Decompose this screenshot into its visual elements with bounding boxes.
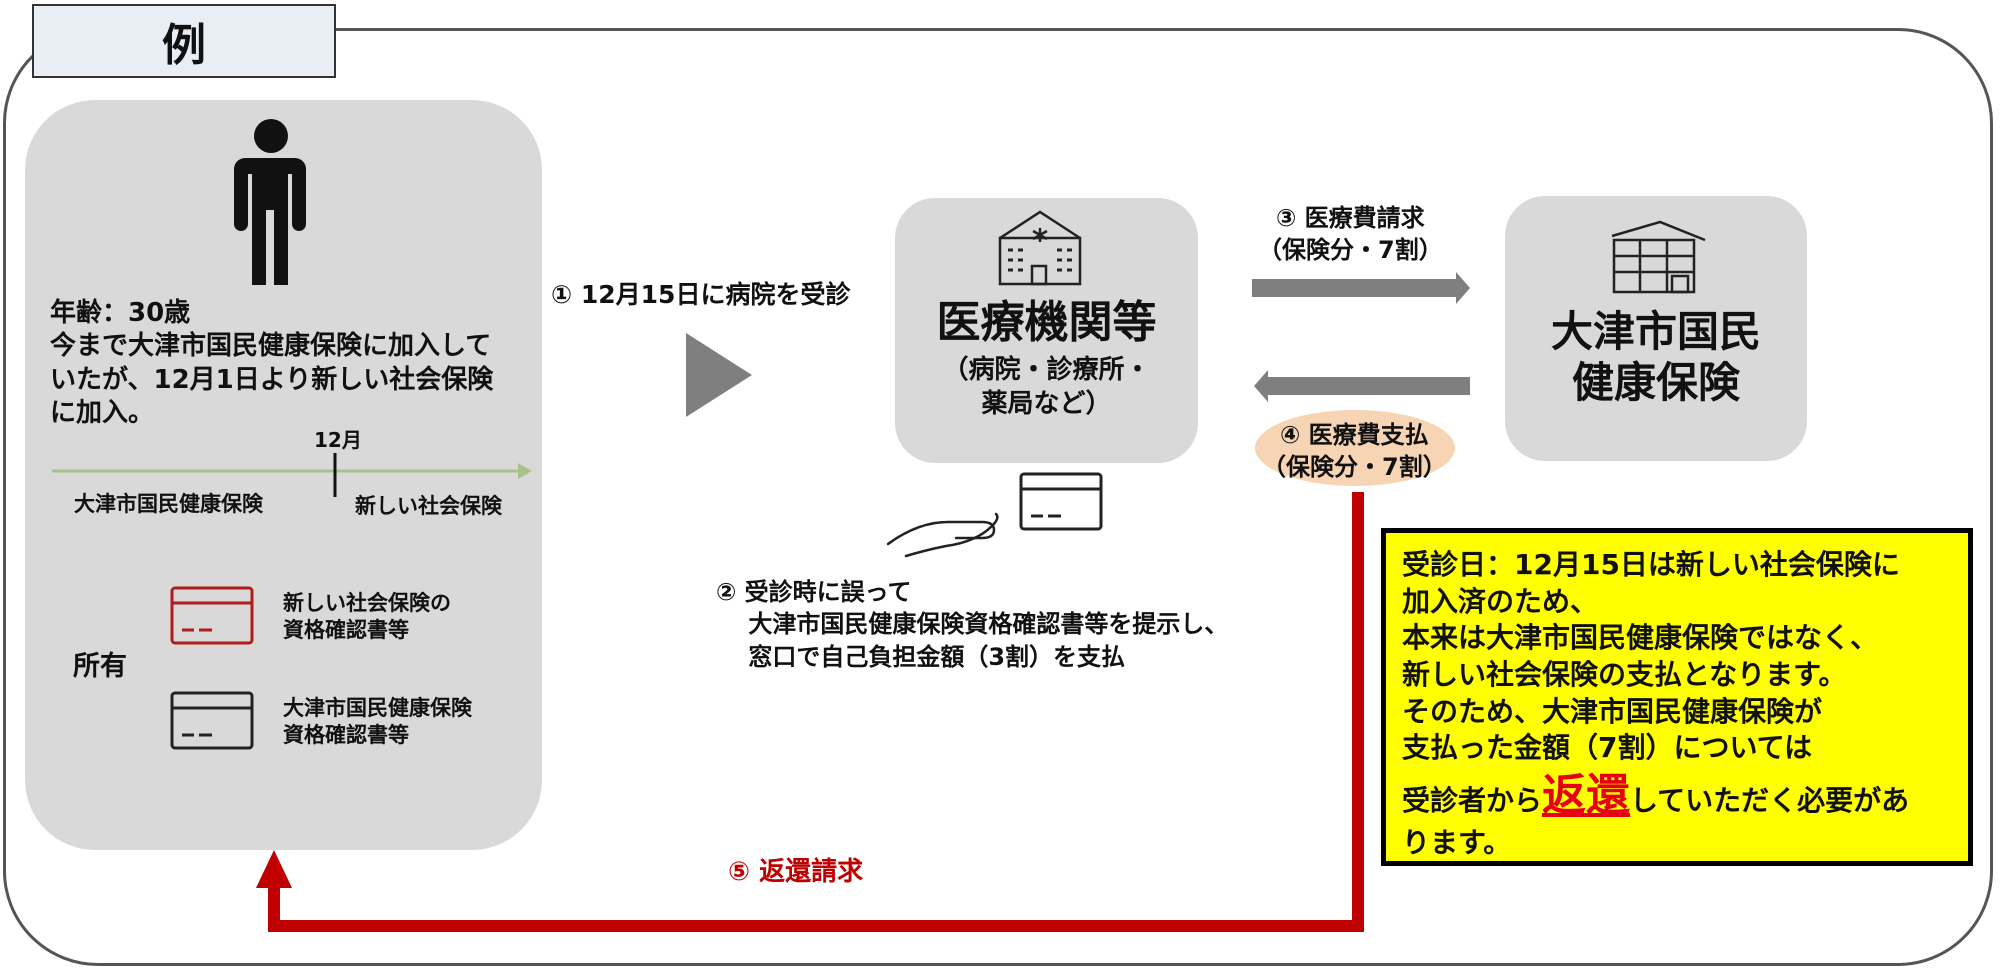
hospital-icon — [998, 210, 1082, 286]
callout-text-before: 受診日：12月15日は新しい社会保険に 加入済のため、 本来は大津市国民健康保険… — [1402, 548, 1900, 818]
refund-request-arrow — [256, 492, 1364, 932]
step1-label: ① 12月15日に病院を受診 — [551, 280, 851, 309]
card-icon — [170, 586, 254, 645]
person-icon — [234, 119, 306, 285]
callout-text-after: していただく必要があ ります。 — [1402, 784, 1910, 859]
medical-institution-box — [895, 198, 1198, 463]
step5-label: ⑤ 返還請求 — [728, 857, 864, 887]
card-icon — [170, 691, 254, 750]
timeline-left-label: 大津市国民健康保険 — [74, 492, 263, 516]
step2-label: ② 受診時に誤って 大津市国民健康保険資格確認書等を提示し、 窓口で自己負担金額… — [716, 578, 1229, 671]
medical-title: 医療機関等 — [936, 297, 1157, 348]
explanation-callout: 受診日：12月15日は新しい社会保険に 加入済のため、 本来は大津市国民健康保険… — [1381, 528, 1973, 866]
otsu-nhi-title: 大津市国民 健康保険 — [1550, 307, 1761, 408]
example-tag: 例 — [32, 4, 336, 78]
arrow-left — [1254, 370, 1470, 402]
owned-label: 所有 — [73, 651, 127, 682]
medical-subtitle: （病院・診療所・ 薬局など） — [942, 355, 1151, 419]
card-old-label: 大津市国民健康保険 資格確認書等 — [283, 696, 472, 748]
timeline-month: 12月 — [314, 428, 362, 452]
timeline-bar — [52, 453, 532, 497]
step4-highlight — [1255, 410, 1455, 486]
hand-icon — [886, 512, 999, 558]
step3-label: ③ 医療費請求 （保険分・7割） — [1258, 204, 1443, 264]
flow-arrow-icon — [686, 333, 752, 417]
arrow-right — [1252, 272, 1470, 304]
outer-frame — [3, 28, 1993, 966]
card-icon — [1019, 472, 1103, 531]
step4-label: ④ 医療費支払 （保険分・7割） — [1262, 421, 1447, 481]
card-new-label: 新しい社会保険の 資格確認書等 — [283, 591, 451, 643]
callout-highlight: 返還 — [1542, 770, 1631, 822]
timeline-right-label: 新しい社会保険 — [355, 494, 502, 518]
person-info: 年齢：30歳 今まで大津市国民健康保険に加入して いたが、12月1日より新しい社… — [50, 298, 494, 428]
office-building-icon — [1611, 220, 1706, 294]
